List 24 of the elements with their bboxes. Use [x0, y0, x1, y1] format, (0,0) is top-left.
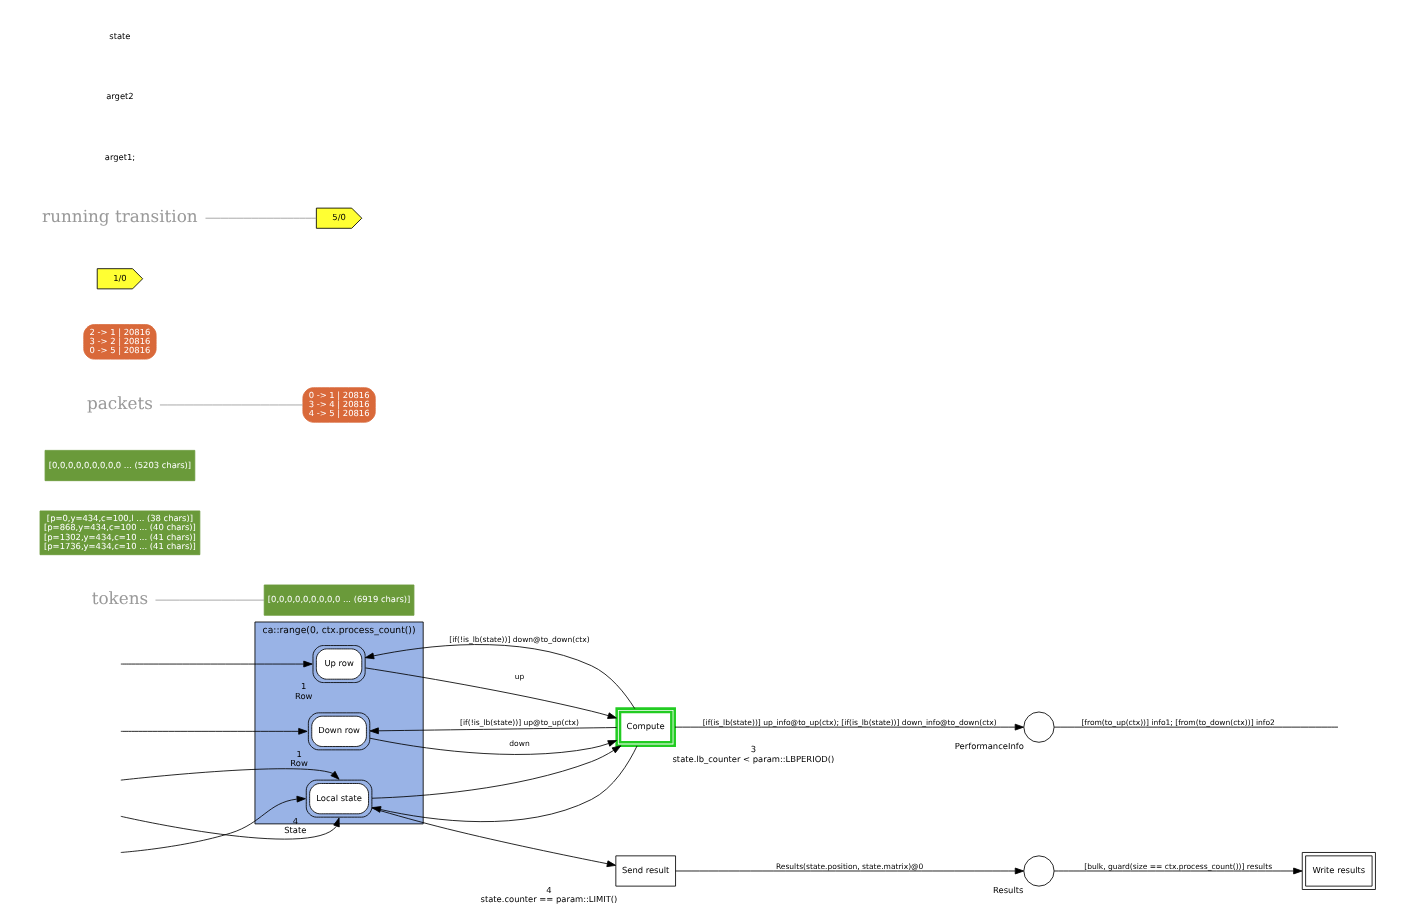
node-circle — [1022, 710, 1054, 742]
connector — [154, 598, 264, 600]
node-text: tokens — [90, 587, 148, 608]
connector — [1052, 725, 1338, 727]
arrow — [119, 767, 339, 780]
node-text: running transition — [41, 205, 197, 226]
connector — [204, 216, 316, 218]
arrow — [370, 744, 621, 798]
arrow — [364, 666, 616, 718]
arrow — [119, 794, 305, 852]
arrow — [363, 643, 635, 708]
arrow — [370, 744, 637, 822]
arrow — [119, 659, 312, 667]
node-text: packets — [86, 392, 152, 413]
arrow — [674, 866, 1024, 874]
arrow — [370, 806, 616, 867]
connector — [158, 403, 303, 405]
arrow — [368, 726, 616, 734]
arrow — [119, 814, 339, 839]
arrow — [1052, 866, 1302, 874]
arrow — [119, 727, 307, 734]
arrow — [673, 722, 1023, 730]
node-circle — [1022, 854, 1054, 886]
arrow — [368, 736, 617, 754]
